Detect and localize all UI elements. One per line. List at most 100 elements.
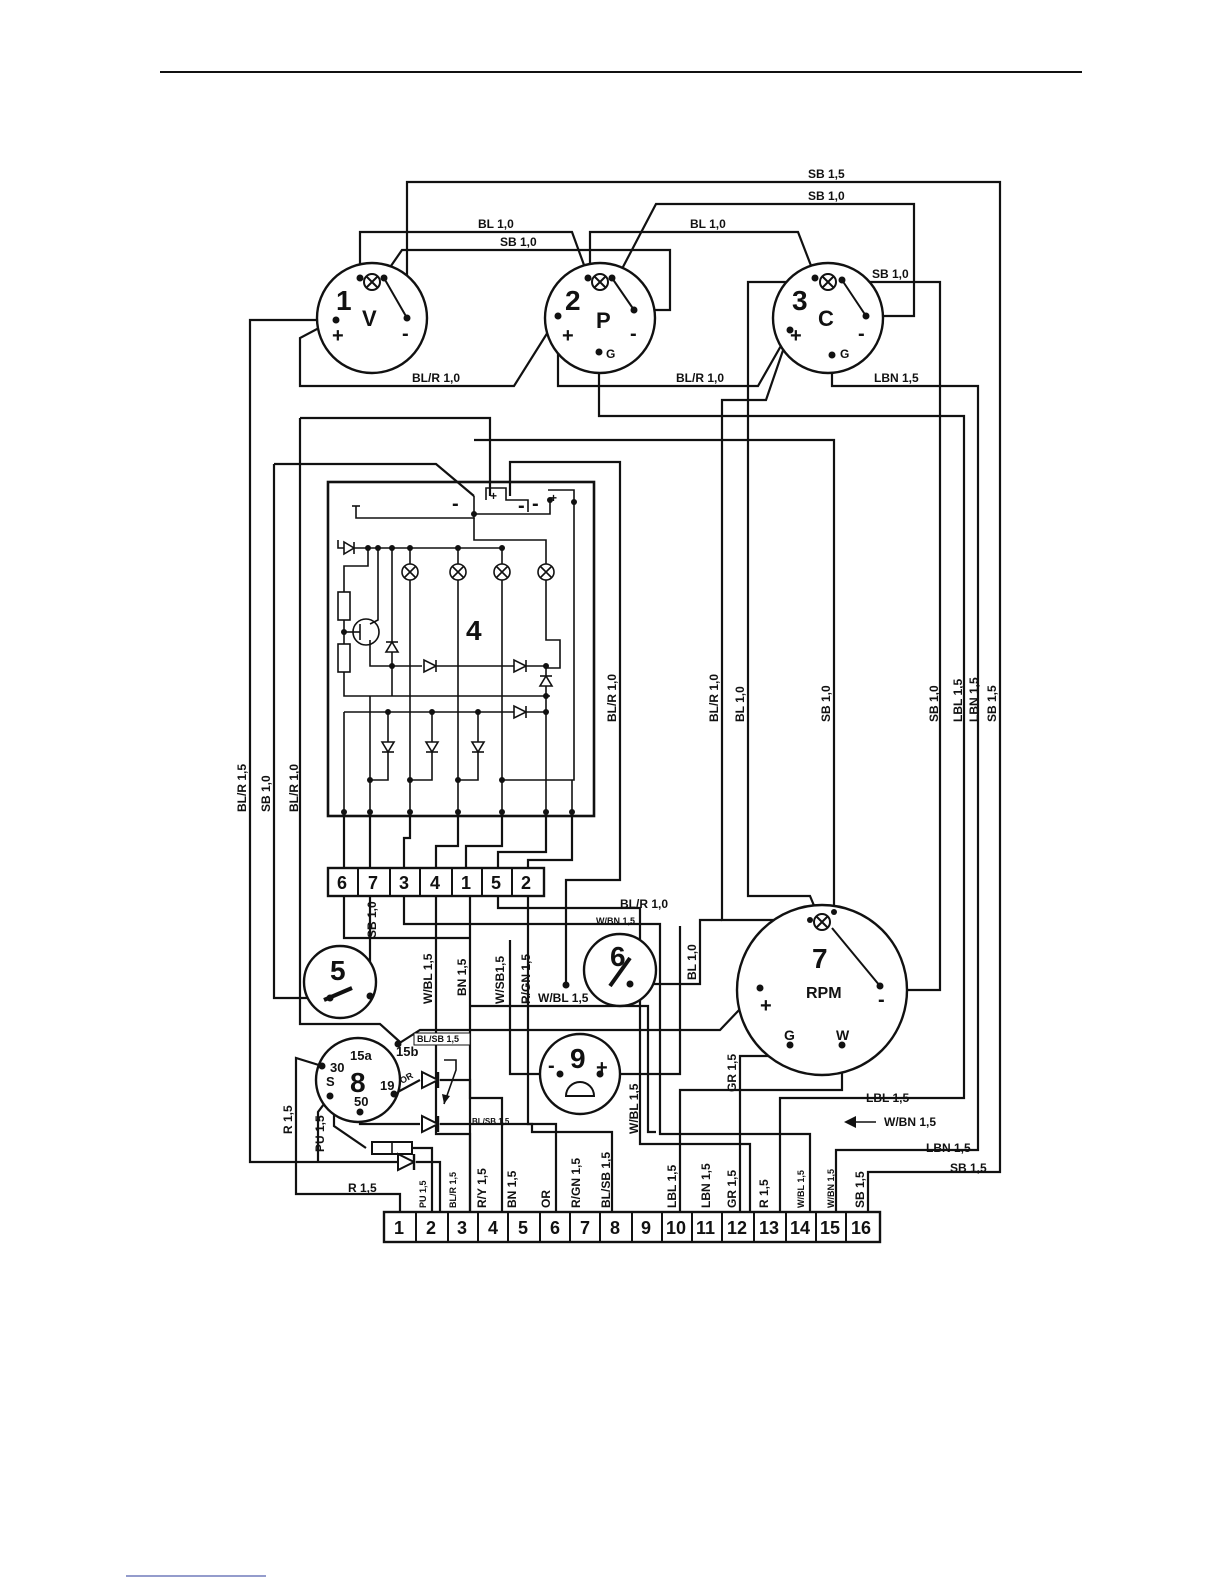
wire-label: SB 1,5: [950, 1161, 987, 1175]
term-15a: 15a: [350, 1048, 372, 1063]
c4-pin: 1: [461, 873, 471, 893]
gauge-2-symbol: P: [596, 308, 611, 333]
mc-pin: 5: [518, 1218, 528, 1238]
mc-pin: 3: [457, 1218, 467, 1238]
wire-label: R 1,5: [281, 1105, 295, 1134]
c4-pin: 6: [337, 873, 347, 893]
mc-pin: 10: [666, 1218, 686, 1238]
gauge-1-minus: -: [402, 323, 409, 345]
supply-minus-2: -: [518, 495, 525, 517]
supply-plus-2: +: [550, 491, 557, 505]
wire-label: BL/SB 1,5: [472, 1117, 510, 1126]
mc-pin: 14: [790, 1218, 810, 1238]
wire-label: W/BN 1,5: [596, 916, 635, 926]
switch-5-number: 5: [330, 955, 346, 986]
wire-label: R 1,5: [757, 1179, 771, 1208]
tacho-plus: +: [760, 995, 772, 1017]
switch-6-number: 6: [610, 941, 626, 972]
gauge-3-plus: +: [790, 325, 802, 347]
term-s: S: [326, 1074, 335, 1089]
wire-label: SB 1,5: [808, 167, 845, 181]
tacho-w: W: [836, 1027, 850, 1043]
wire-label: R/Y 1,5: [475, 1168, 489, 1208]
wire-label: R/GN 1,5: [519, 954, 533, 1004]
wire-label: W/SB1,5: [493, 956, 507, 1004]
wire-label: W/BN 1,5: [826, 1169, 836, 1208]
mc-pin: 4: [488, 1218, 498, 1238]
term-15b: 15b: [396, 1044, 418, 1059]
wire-label: LBL 1,5: [665, 1165, 679, 1208]
gauge-2-plus: +: [562, 325, 574, 347]
tachometer-7: 7 RPM + - G W: [735, 903, 909, 1077]
gauge-3-ground: G: [840, 347, 849, 361]
buzzer-number: 9: [570, 1043, 586, 1074]
mc-pin: 8: [610, 1218, 620, 1238]
mc-pin: 13: [759, 1218, 779, 1238]
wire-label: R 1,5: [348, 1181, 377, 1195]
wire-label: BL 1,0: [690, 217, 726, 231]
wire-label: BL 1,0: [685, 944, 699, 980]
gauge-2-ground: G: [606, 347, 615, 361]
c4-pin: 3: [399, 873, 409, 893]
wire-label: LBL 1,5: [951, 679, 965, 722]
wire-label: SB 1,0: [259, 775, 273, 812]
mc-pin: 15: [820, 1218, 840, 1238]
wire-label: BL/SB 1,5: [417, 1034, 459, 1044]
wire-label: LBN 1,5: [967, 677, 981, 722]
wire-label: BL 1,0: [733, 686, 747, 722]
gauge-1-symbol: V: [362, 306, 377, 331]
warning-unit-number: 4: [466, 615, 482, 646]
wire-label: PU 1,5: [418, 1180, 428, 1208]
tacho-g: G: [784, 1027, 795, 1043]
wire-label: LBN 1,5: [699, 1163, 713, 1208]
gauge-3-coolant: 3 C + - G: [771, 261, 885, 375]
wire-label: R/GN 1,5: [569, 1158, 583, 1208]
wire-label: W/BL 1,5: [538, 991, 589, 1005]
main-connector: 1 2 3 4 5 6 7 8 9 10 11 12 13 14 15 16: [382, 1210, 882, 1244]
gauge-1-plus: +: [332, 325, 344, 347]
wire-labels-horizontal: SB 1,5 SB 1,0 BL 1,0 SB 1,0 BL 1,0 SB 1,…: [348, 167, 987, 1195]
warning-lamps: [401, 548, 555, 581]
term-19: 19: [380, 1078, 394, 1093]
tacho-symbol: RPM: [806, 985, 842, 1002]
warning-unit-4: 4 + - - + -: [326, 480, 596, 818]
supply-minus-3: -: [532, 493, 539, 515]
gauge-3-symbol: C: [818, 306, 834, 331]
mc-pin: 1: [394, 1218, 404, 1238]
c4-pin: 2: [521, 873, 531, 893]
wire-label: SB 1,0: [808, 189, 845, 203]
wire-label: BN 1,5: [455, 958, 469, 996]
gauge-3-number: 3: [792, 285, 808, 316]
wire-label: LBN 1,5: [874, 371, 919, 385]
term-30: 30: [330, 1060, 344, 1075]
gauge-2-minus: -: [630, 323, 637, 345]
buzzer-minus: -: [548, 1055, 555, 1077]
buzzer-9: 9 - +: [538, 1032, 622, 1116]
wire-label: LBN 1,5: [926, 1141, 971, 1155]
mc-pin: 12: [727, 1218, 747, 1238]
wire-label: BN 1,5: [505, 1170, 519, 1208]
wire-label: W/BL 1,5: [796, 1170, 806, 1208]
wire-label: SB 1,5: [985, 685, 999, 722]
gauge-1-number: 1: [336, 285, 352, 316]
wire-label: SB 1,0: [872, 267, 909, 281]
wire-label: PU 1,5: [313, 1115, 327, 1152]
switch-8-number: 8: [350, 1067, 366, 1098]
tacho-number: 7: [812, 943, 828, 974]
gauge-2-number: 2: [565, 285, 581, 316]
wire-label: BL/R 1,5: [235, 764, 249, 812]
wire-label: W/BN 1,5: [884, 1115, 936, 1129]
gauge-3-minus: -: [858, 323, 865, 345]
wire-label: SB 1,5: [853, 1171, 867, 1208]
wire-label: BL/R 1,0: [676, 371, 724, 385]
supply-minus-1: -: [452, 493, 459, 515]
switch-5: 5: [302, 944, 378, 1020]
wire-label: BL/R 1,0: [620, 897, 668, 911]
wire-label: BL/R 1,0: [287, 764, 301, 812]
wire-label: BL 1,0: [478, 217, 514, 231]
ignition-switch-8: 8 15a 15b 30 19 50 S: [314, 1032, 471, 1172]
c4-pin: 4: [430, 873, 440, 893]
wire-label: GR 1,5: [725, 1170, 739, 1208]
mc-pin: 11: [696, 1218, 715, 1238]
wire-label: OR: [539, 1190, 553, 1208]
